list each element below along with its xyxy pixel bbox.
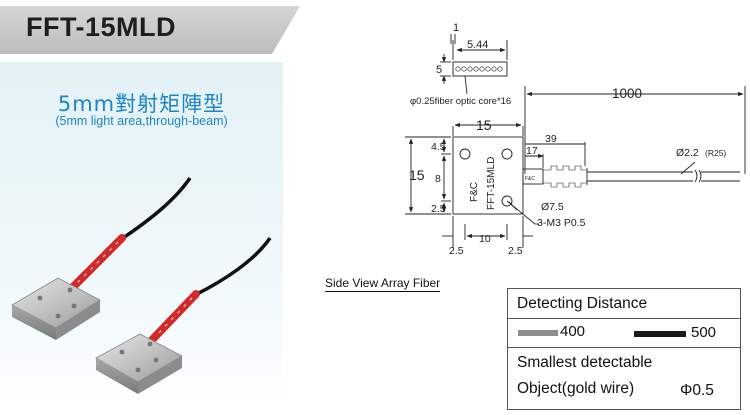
- legend-value-500: 500: [691, 324, 717, 341]
- smallest-value: Φ0.5: [680, 382, 714, 399]
- sensor-block-1: [11, 277, 101, 340]
- legend-bar-black: [634, 331, 686, 337]
- model-title: FFT-15MLD: [26, 12, 176, 42]
- cable-dia: Ø2.2: [676, 147, 699, 159]
- dim-4-5: 4.5: [431, 141, 446, 153]
- cable-brand: F&C: [525, 176, 535, 182]
- spec-row-legend: 400 500: [508, 319, 740, 348]
- body-brand-label: F&C: [469, 182, 480, 202]
- dim-5: 5: [436, 64, 442, 76]
- cable-radius: (R25): [705, 148, 726, 158]
- product-photo: [11, 177, 272, 394]
- dim-1: 1: [453, 22, 459, 34]
- body-height: 15: [409, 167, 425, 183]
- dim-bottom-2-5-right: 2.5: [508, 245, 523, 257]
- hole-note: 3-M3 P0.5: [537, 217, 586, 229]
- spec-row-distance: Detecting Distance: [508, 289, 740, 319]
- dim-17: 17: [526, 145, 538, 157]
- side-view-label: Side View Array Fiber: [325, 276, 441, 292]
- sensor-block-2: [95, 333, 183, 394]
- legend-value-400: 400: [560, 323, 586, 340]
- dim-bottom-2-5-left: 2.5: [449, 245, 464, 257]
- cable-length: 1000: [612, 86, 642, 101]
- dia-note: Ø7.5: [541, 201, 564, 213]
- smallest-label-line2: Object(gold wire): [517, 380, 635, 397]
- body-model-label: FFT-15MLD: [486, 157, 497, 210]
- detecting-distance-label: Detecting Distance: [517, 295, 648, 312]
- dim-8: 8: [435, 173, 441, 185]
- smallest-label-line1: Smallest detectable: [517, 354, 653, 371]
- spec-row-smallest: Smallest detectable Object(gold wire) Φ0…: [508, 348, 740, 409]
- dim-bottom-10: 10: [479, 233, 491, 245]
- product-subtitle-en: (5mm light area,through-beam): [55, 114, 228, 128]
- legend-bar-gray: [518, 330, 558, 336]
- title-banner: [0, 6, 300, 54]
- spec-table: Detecting Distance 400 500 Smallest dete…: [507, 288, 741, 410]
- dim-39: 39: [545, 133, 557, 145]
- fiber-note: φ0.25fiber optic core*16: [410, 96, 511, 107]
- body-width: 15: [476, 117, 492, 133]
- product-title-cn: 5mm對射矩陣型: [57, 92, 226, 116]
- technical-drawing: 1 5.44 5 φ0.25fiber optic core*16 1000 1…: [405, 22, 746, 257]
- dim-2-5: 2.5: [431, 203, 446, 215]
- dim-5-44: 5.44: [467, 39, 488, 51]
